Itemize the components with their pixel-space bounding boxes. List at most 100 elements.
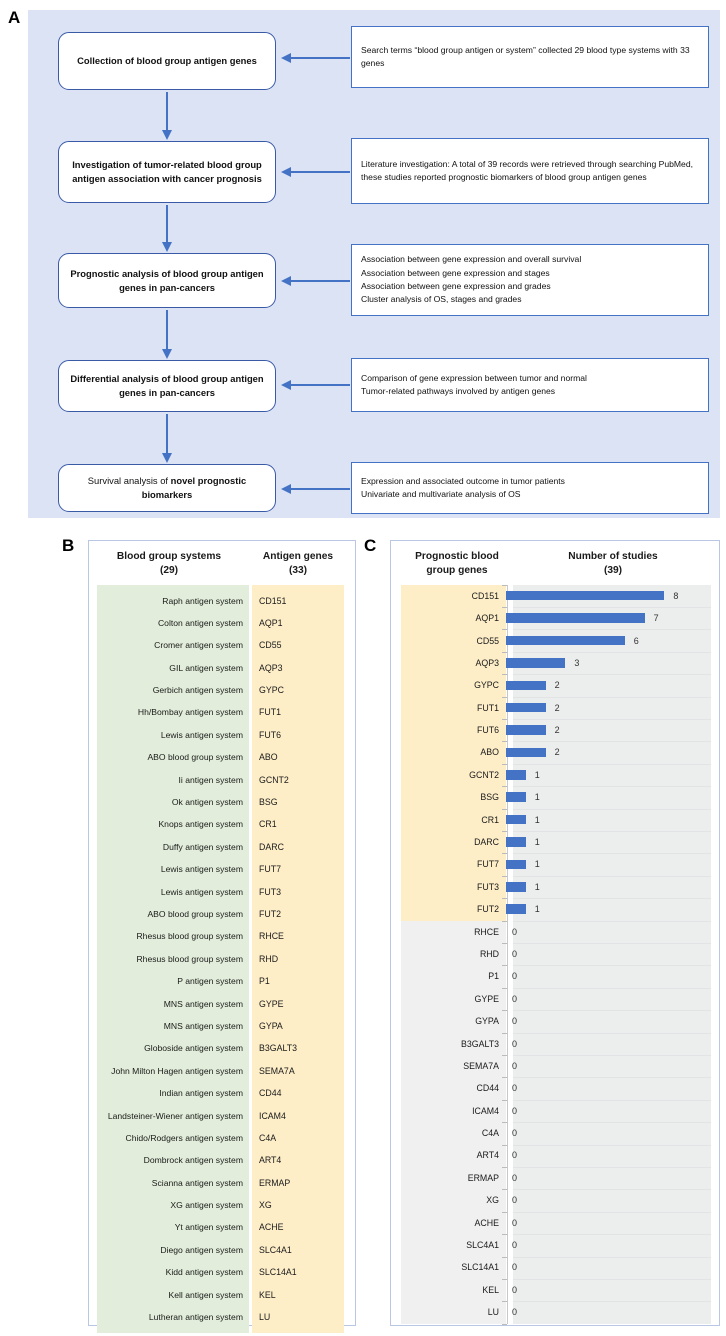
y-axis-line: [506, 584, 508, 1324]
flow-step-4-label: Differential analysis of blood group ant…: [70, 373, 264, 398]
chart-row-plot: 0: [506, 1100, 711, 1122]
panel-c-letter: C: [364, 536, 377, 555]
chart-row-label: ART4: [476, 1150, 499, 1161]
axis-tick: [502, 1122, 507, 1124]
chart-row-label: KEL: [482, 1284, 499, 1295]
table-row-system: Rhesus blood group system: [136, 931, 243, 942]
flow-desc-1: Search terms “blood group antigen or sys…: [351, 26, 709, 88]
chart-row-label: ACHE: [474, 1217, 499, 1228]
table-row-system: P antigen system: [177, 976, 243, 987]
arrow-desc-5: [281, 483, 350, 494]
chart-row-plot: 0: [506, 988, 711, 1010]
gridline: [513, 1211, 711, 1213]
table-row-gene: GCNT2: [259, 774, 289, 785]
chart-value-label: 0: [512, 1195, 518, 1206]
chart-row-label: CD44: [476, 1083, 500, 1094]
table-b-header: Blood group systems (29) Antigen genes (…: [89, 541, 355, 585]
header-blood-group-systems: Blood group systems (29): [116, 551, 222, 576]
chart-value-label: 0: [512, 948, 518, 959]
arrow-desc-1: [281, 52, 350, 63]
gridline: [513, 1234, 711, 1236]
table-row-system: Colton antigen system: [157, 617, 243, 628]
table-row-system: MNS antigen system: [163, 1020, 243, 1031]
gridline: [513, 1054, 711, 1056]
chart-row-label: XG: [486, 1195, 499, 1206]
table-row-system: Knops antigen system: [158, 819, 243, 830]
flow-desc-1-text: Search terms “blood group antigen or sys…: [361, 44, 690, 68]
arrow-desc-3: [281, 275, 350, 286]
gridline: [513, 898, 711, 900]
chart-row-plot: 2: [506, 674, 711, 696]
flow-desc-4-text: Comparison of gene expression between tu…: [361, 372, 587, 396]
gridline: [513, 875, 711, 877]
chart-row-label: ABO: [480, 747, 499, 758]
chart-row-label: GYPA: [475, 1016, 499, 1027]
chart-value-label: 6: [633, 635, 639, 646]
gridline: [513, 1144, 711, 1146]
axis-tick: [502, 741, 507, 743]
flow-desc-2-text: Literature investigation: A total of 39 …: [361, 158, 694, 182]
gridline: [513, 1032, 711, 1034]
flow-step-5-label-bold: novel prognostic biomarkers: [141, 475, 247, 500]
axis-tick: [502, 920, 507, 922]
flow-step-4: Differential analysis of blood group ant…: [58, 360, 276, 412]
chart-bar: [506, 814, 526, 825]
chart-row-plot: 0: [506, 1032, 711, 1054]
chart-bar: [506, 702, 546, 713]
chart-row-plot: 0: [506, 1077, 711, 1099]
table-row-gene: SLC4A1: [259, 1244, 292, 1255]
arrow-step-3-4: [161, 310, 172, 359]
chart-row: CD44 0: [401, 1077, 711, 1099]
table-row-gene: ICAM4: [259, 1110, 286, 1121]
table-row-system: Kidd antigen system: [165, 1267, 243, 1278]
table-row-gene: GYPA: [259, 1020, 283, 1031]
plot-area: [513, 584, 711, 1324]
table-row-gene: GYPC: [259, 685, 284, 696]
flow-desc-5-text: Expression and associated outcome in tum…: [361, 475, 565, 499]
chart-row-label: SLC14A1: [461, 1262, 499, 1273]
axis-tick: [502, 651, 507, 653]
axis-tick: [502, 942, 507, 944]
axis-tick: [502, 1144, 507, 1146]
axis-tick: [502, 718, 507, 720]
gridline: [513, 696, 711, 698]
chart-row-plot: 0: [506, 1122, 711, 1144]
flow-desc-3: Association between gene expression and …: [351, 244, 709, 316]
chart-bar: [506, 725, 546, 735]
axis-tick: [502, 1211, 507, 1213]
table-row-gene: B3GALT3: [259, 1043, 297, 1054]
table-row-gene: FUT3: [259, 886, 281, 897]
axis-tick: [502, 1166, 507, 1168]
chart-value-label: 0: [512, 926, 518, 937]
chart-row-label: GCNT2: [469, 769, 499, 780]
table-row-system: Duffy antigen system: [162, 841, 243, 852]
chart-value-label: 1: [534, 904, 540, 915]
highlight-band-prognostic: [401, 584, 506, 921]
chart-row-label: ERMAP: [467, 1172, 499, 1183]
arrow-desc-4: [281, 379, 350, 390]
axis-tick: [502, 1032, 507, 1034]
chart-row-plot: 0: [506, 1055, 711, 1077]
chart-value-label: 1: [534, 792, 540, 803]
chart-row-plot: 0: [506, 1301, 711, 1323]
axis-tick: [502, 965, 507, 967]
chart-value-label: 2: [554, 747, 560, 758]
chart-row-label: FUT3: [477, 881, 499, 892]
gridline: [513, 1278, 711, 1280]
flow-desc-5: Expression and associated outcome in tum…: [351, 462, 709, 514]
table-row-system: Cromer antigen system: [154, 640, 243, 651]
chart-row-plot: 0: [506, 1010, 711, 1032]
gridline: [513, 1099, 711, 1101]
flow-step-1-label: Collection of blood group antigen genes: [77, 55, 257, 67]
chart-row-label: FUT6: [477, 725, 499, 736]
